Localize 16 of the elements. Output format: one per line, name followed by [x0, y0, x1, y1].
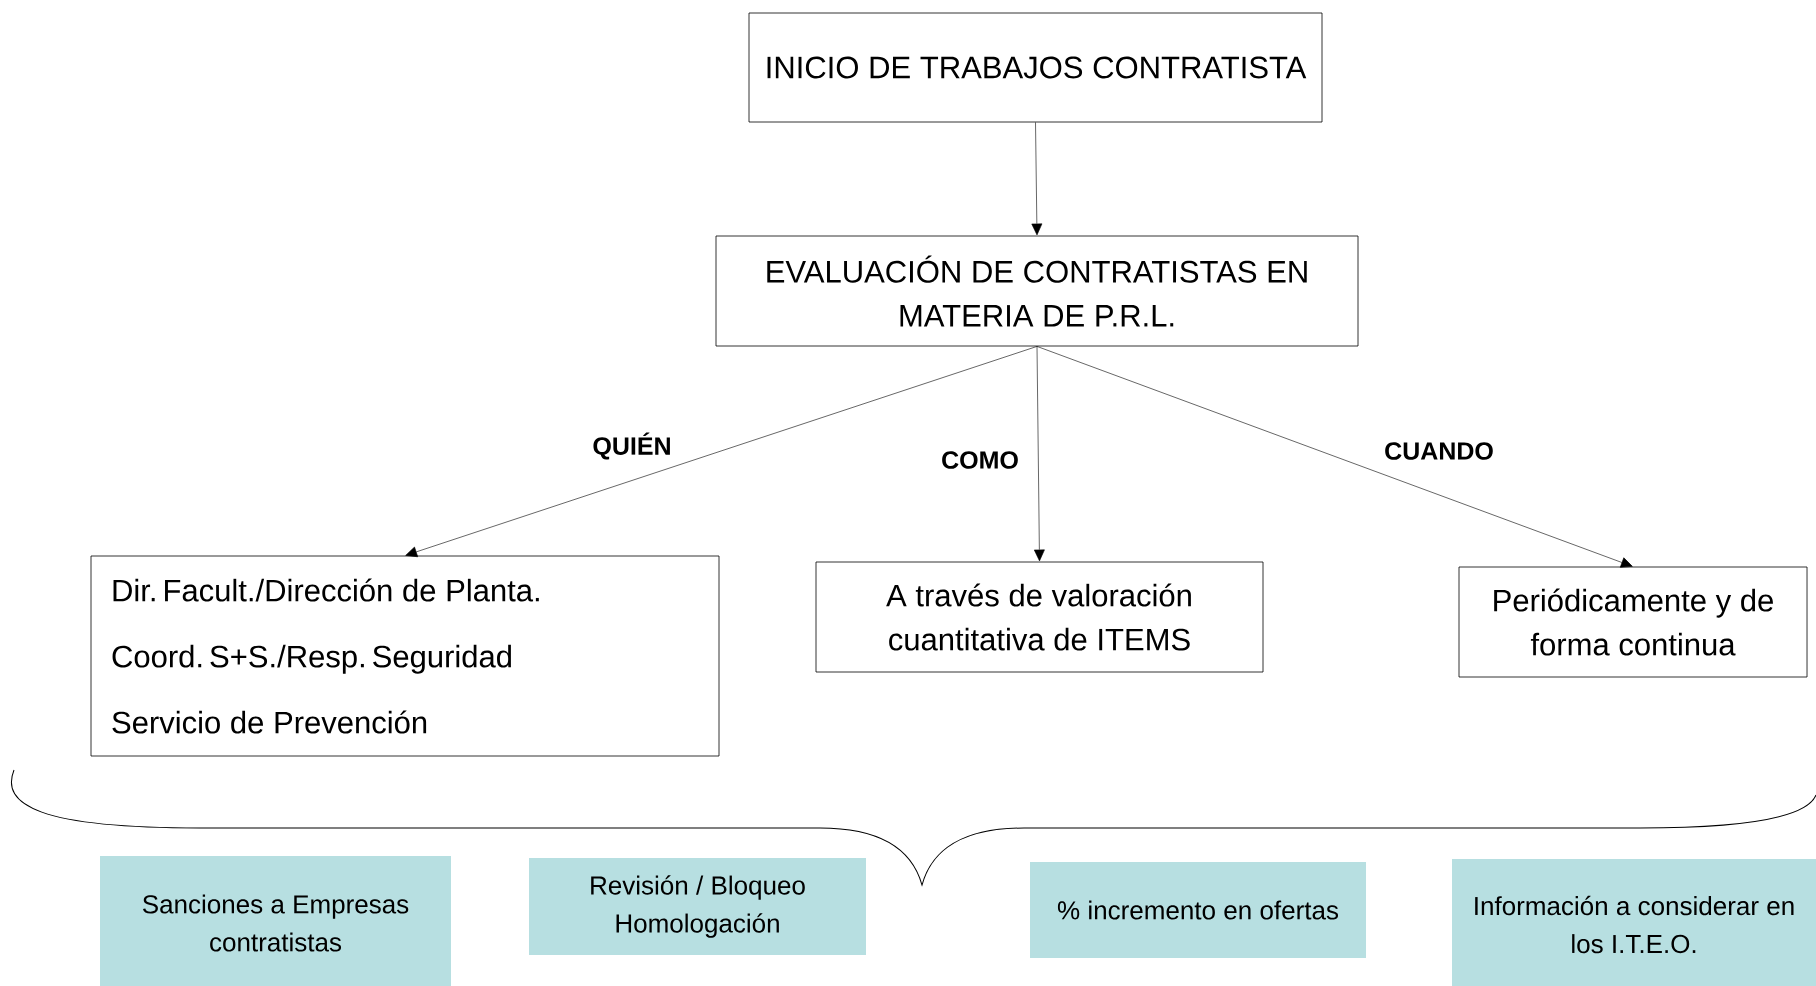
outcome-box: % incremento en ofertas	[1030, 862, 1366, 958]
outcome-box: Sanciones a Empresas contratistas	[100, 856, 451, 986]
process-box: Periódicamente y de forma continua	[1458, 566, 1808, 678]
arrow	[1033, 346, 1045, 562]
arrow	[1031, 122, 1043, 236]
arrow	[405, 346, 1038, 558]
process-box: A través de valoración cuantitativa de ITEMS	[815, 561, 1264, 673]
edge-label: CUANDO	[1382, 440, 1496, 462]
arrow	[1036, 346, 1633, 568]
process-box: Dir. Facult./Dirección de Planta. Coord. S+S./Resp. Seguridad Servicio de Prevención	[90, 555, 720, 757]
outcome-box: Información a considerar en los I.T.E.O.	[1452, 859, 1816, 986]
edge-label: QUIÉN	[590, 430, 674, 462]
process-box: EVALUACIÓN DE CONTRATISTAS EN MATERIA DE P.R.L.	[715, 235, 1359, 347]
outcome-box: Revisión / Bloqueo Homologación	[529, 858, 866, 955]
process-box: INICIO DE TRABAJOS CONTRATISTA	[748, 12, 1323, 123]
edge-label: COMO	[939, 449, 1021, 471]
